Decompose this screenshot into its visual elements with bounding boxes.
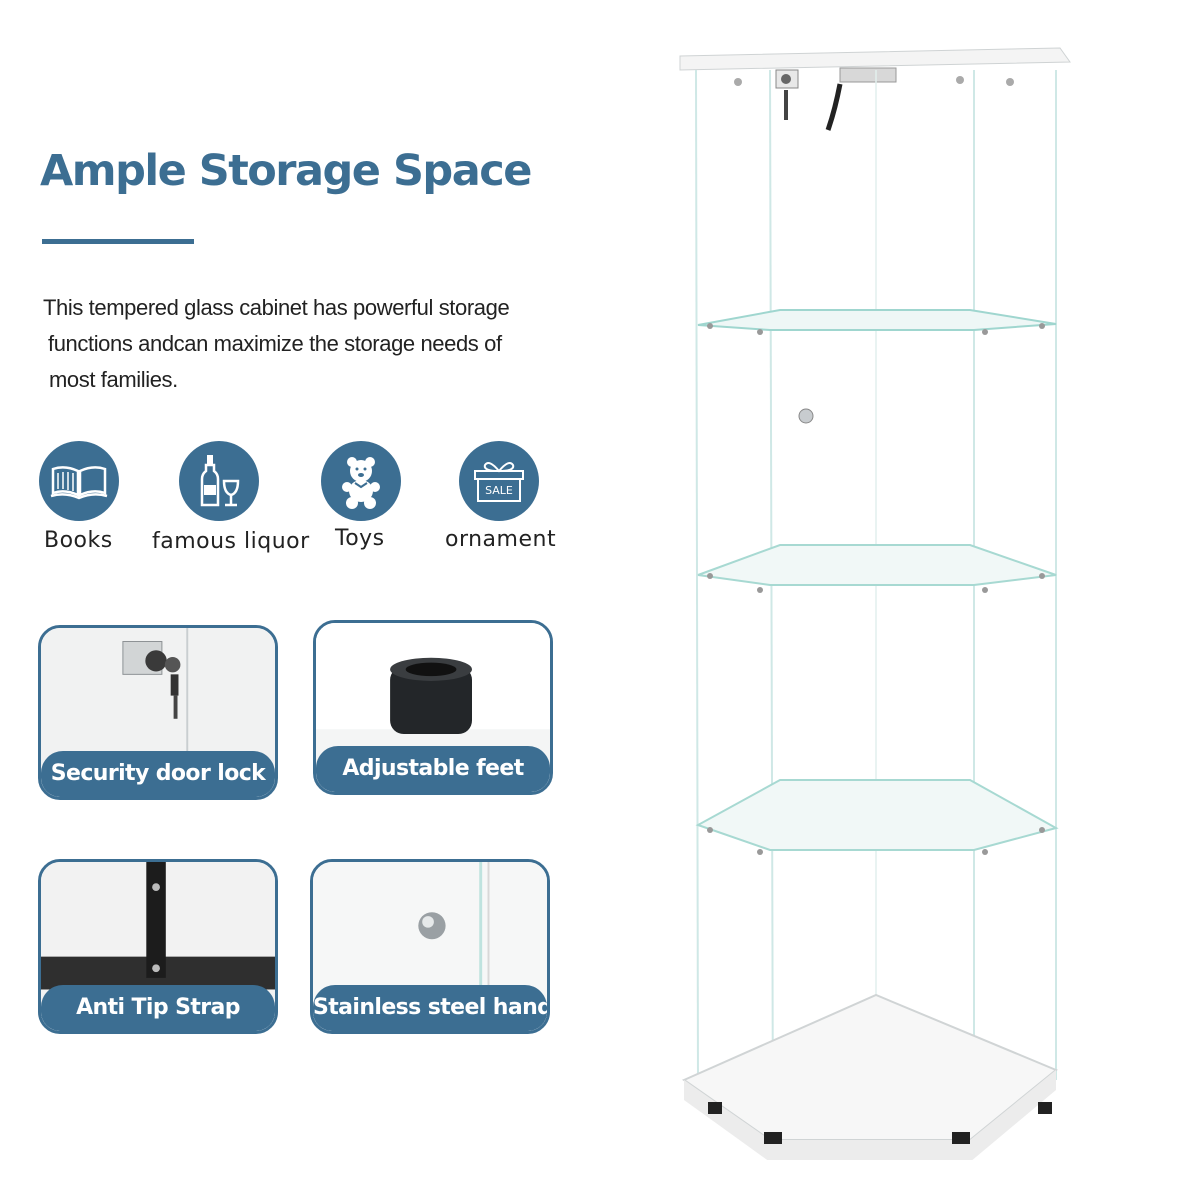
category-label-ornament: ornament [445, 527, 557, 552]
feature-label-anti-tip-strap: Anti Tip Strap [41, 985, 275, 1031]
glass-shelf-1 [697, 309, 1057, 331]
feature-card-anti-tip-strap: Anti Tip Strap [38, 859, 278, 1034]
book-icon [39, 441, 119, 521]
description-line-2: functions andcan maximize the storage ne… [48, 331, 502, 356]
feature-label-adjustable-feet: Adjustable feet [316, 746, 550, 792]
title-underline [42, 239, 194, 244]
feature-card-security-door-lock: Security door lock [38, 625, 278, 800]
bottle-glass-icon [179, 441, 259, 521]
feature-label-stainless-steel-handle: Stainless steel handle [313, 985, 547, 1031]
feature-card-adjustable-feet: Adjustable feet [313, 620, 553, 795]
glass-shelf-3 [695, 779, 1059, 851]
feature-card-stainless-steel-handle: Stainless steel handle [310, 859, 550, 1034]
feature-label-security-door-lock: Security door lock [41, 751, 275, 797]
description-line-1: This tempered glass cabinet has powerful… [43, 295, 510, 320]
glass-shelf-2 [697, 544, 1057, 586]
glass-cabinet-image [670, 40, 1080, 1160]
description-line-3: most families. [49, 367, 178, 392]
teddy-bear-icon [321, 441, 401, 521]
gift-box-icon: SALE [459, 441, 539, 521]
category-label-famous-liquor: famous liquor [152, 529, 310, 554]
category-label-toys: Toys [335, 526, 385, 551]
sale-badge: SALE [485, 484, 513, 497]
page-title: Ample Storage Space [40, 146, 532, 196]
category-label-books: Books [44, 528, 113, 553]
